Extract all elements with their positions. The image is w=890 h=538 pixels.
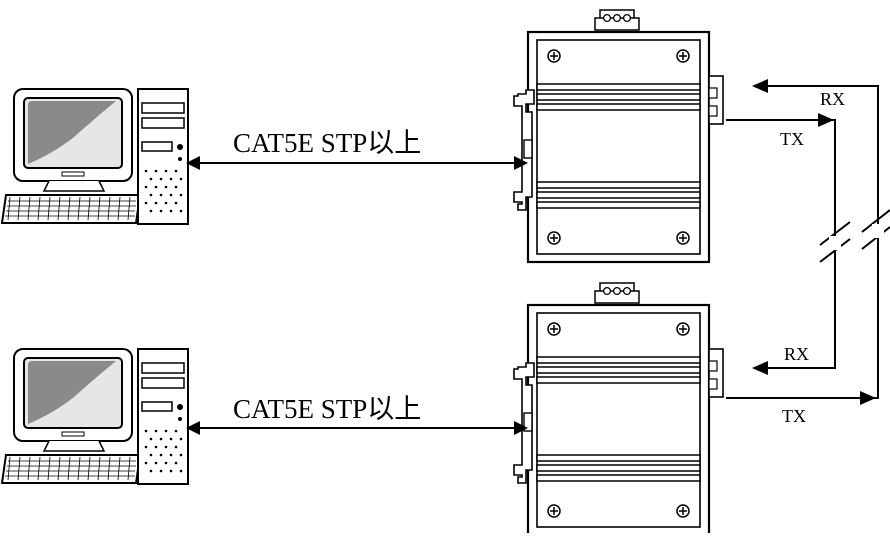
computer-bottom — [1, 348, 189, 485]
fiber-line-1 — [726, 119, 836, 369]
break-marks — [819, 209, 890, 263]
arrow-rx-bottom — [752, 361, 768, 375]
tx-label-bottom: TX — [782, 406, 806, 426]
copper-cable-bottom — [186, 421, 528, 435]
media-converter-top — [512, 8, 725, 264]
arrow-rx-top — [752, 79, 768, 93]
computer-top — [1, 88, 189, 225]
tx-label-top: TX — [780, 129, 804, 149]
arrow-tx-top — [818, 113, 834, 127]
cable-label-top: CAT5E STP以上 — [233, 128, 421, 158]
cable-label-bottom: CAT5E STP以上 — [233, 394, 421, 424]
arrow-tx-bottom — [860, 391, 876, 405]
rx-label-bottom: RX — [784, 344, 809, 364]
copper-cable-top — [186, 156, 528, 170]
media-converter-bottom — [512, 281, 725, 537]
rx-label-top: RX — [820, 89, 845, 109]
